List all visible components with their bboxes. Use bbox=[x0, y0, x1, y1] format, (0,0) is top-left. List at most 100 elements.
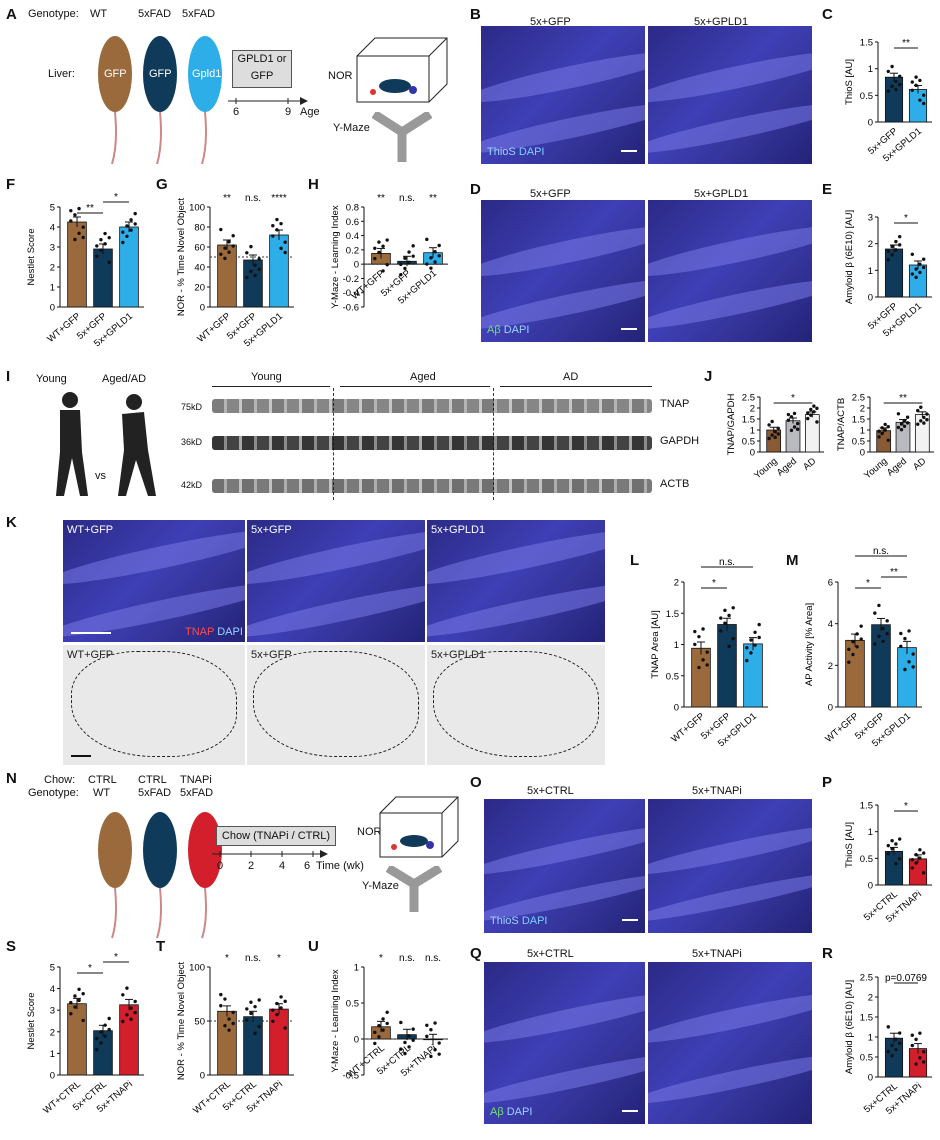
micrograph-k-5x-gpld1: 5x+GPLD1 bbox=[427, 520, 605, 642]
data-point bbox=[385, 263, 389, 267]
y-tick-label: 0 bbox=[868, 1073, 873, 1084]
significance-label: * bbox=[904, 801, 908, 812]
data-point bbox=[69, 1012, 73, 1016]
data-point bbox=[95, 1036, 99, 1041]
genotype-5xfad-n1: 5xFAD bbox=[138, 787, 172, 799]
data-point bbox=[749, 651, 753, 655]
mouse-5x-tnapi-icon bbox=[188, 812, 222, 939]
data-point bbox=[231, 1021, 235, 1026]
micrograph-q-5x-ctrl: Aβ DAPI bbox=[484, 962, 645, 1124]
data-point bbox=[271, 234, 275, 238]
liver-gfp-1: GFP bbox=[104, 68, 127, 80]
data-point bbox=[903, 636, 907, 641]
mouse-wt-icon bbox=[98, 36, 132, 164]
data-point bbox=[403, 1040, 407, 1045]
data-point bbox=[69, 219, 73, 223]
blot-group-ad: AD bbox=[563, 371, 579, 383]
age-tick-9: 9 bbox=[285, 106, 292, 118]
y-tick-label: 3 bbox=[50, 1006, 55, 1017]
y-tick-label: 1 bbox=[868, 827, 873, 838]
y-tick-label: 2 bbox=[50, 263, 55, 274]
significance-label: ** bbox=[902, 38, 910, 49]
data-point bbox=[373, 1041, 377, 1046]
y-tick-label: 0.5 bbox=[860, 854, 873, 865]
data-point bbox=[279, 995, 283, 999]
data-point bbox=[885, 619, 889, 623]
significance-label: n.s. bbox=[425, 953, 441, 964]
data-point bbox=[73, 994, 77, 998]
significance-label: * bbox=[114, 952, 118, 963]
y-tick-label: 1.5 bbox=[860, 1013, 873, 1024]
data-point bbox=[133, 999, 137, 1004]
micro-d-title-2: 5x+GPLD1 bbox=[694, 188, 749, 200]
data-point bbox=[381, 244, 385, 248]
y-tick-label: 40 bbox=[194, 263, 205, 274]
blot-group-aged: Aged bbox=[410, 371, 436, 383]
genotype-wt-n: WT bbox=[93, 787, 111, 799]
x-tick-label: AD bbox=[911, 456, 928, 473]
y-tick-label: 100 bbox=[189, 203, 205, 214]
significance-label: * bbox=[791, 393, 795, 404]
micrograph-b-5x-gpld1 bbox=[648, 26, 812, 164]
data-point bbox=[918, 856, 922, 860]
y-tick-label: 0.5 bbox=[666, 671, 679, 682]
data-point bbox=[275, 1012, 279, 1017]
data-point bbox=[753, 643, 757, 647]
data-point bbox=[95, 254, 99, 258]
data-point bbox=[125, 986, 129, 990]
y-tick-label: 0 bbox=[828, 703, 833, 714]
data-point bbox=[899, 427, 904, 432]
data-point bbox=[219, 227, 223, 232]
data-point bbox=[705, 663, 709, 667]
panel-label-u: U bbox=[308, 938, 319, 955]
data-point bbox=[121, 240, 125, 245]
mouse-group-icons bbox=[98, 36, 222, 164]
panel-label-s: S bbox=[6, 938, 17, 955]
data-point bbox=[407, 250, 411, 254]
panel-label-m: M bbox=[786, 552, 799, 569]
mouse-5xfad-gfp-icon bbox=[143, 36, 177, 164]
data-point bbox=[437, 243, 441, 248]
panel-label-d: D bbox=[470, 181, 481, 198]
data-point bbox=[767, 436, 771, 441]
y-tick-label: 4 bbox=[50, 984, 55, 995]
data-point bbox=[851, 652, 855, 657]
data-point bbox=[249, 1000, 253, 1004]
y-tick-label: 0 bbox=[750, 448, 755, 459]
genotype-wt: WT bbox=[90, 8, 108, 20]
chow-ctrl-1: CTRL bbox=[88, 774, 117, 786]
data-point bbox=[69, 1000, 73, 1005]
data-point bbox=[922, 421, 926, 425]
data-point bbox=[377, 1023, 381, 1028]
data-point bbox=[245, 1018, 249, 1022]
y-tick-label: 3 bbox=[50, 243, 55, 254]
blot-band-actb bbox=[212, 479, 652, 493]
blot-bracket-young bbox=[212, 386, 330, 387]
micro-b-title-1: 5x+GFP bbox=[530, 16, 571, 28]
significance-label: n.s. bbox=[873, 546, 889, 557]
marker-75kd: 75kD bbox=[181, 402, 203, 412]
data-point bbox=[910, 866, 914, 870]
data-point bbox=[773, 435, 777, 440]
chow-label: Chow: bbox=[44, 774, 76, 786]
data-point bbox=[381, 269, 385, 273]
data-point bbox=[886, 852, 890, 856]
data-point bbox=[894, 842, 898, 846]
data-point bbox=[922, 415, 926, 420]
data-point bbox=[890, 84, 894, 88]
time-timeline bbox=[212, 850, 328, 858]
data-point bbox=[407, 1045, 411, 1049]
data-point bbox=[81, 225, 85, 229]
mouse-5x-ctrl-icon bbox=[143, 812, 177, 939]
significance-label: ** bbox=[899, 393, 907, 404]
bar-0 bbox=[67, 221, 87, 308]
data-point bbox=[403, 266, 407, 271]
y-tick-label: 0.6 bbox=[346, 217, 359, 228]
nor-arena-icon-n bbox=[379, 796, 459, 858]
data-point bbox=[753, 630, 757, 634]
data-point bbox=[911, 652, 915, 656]
